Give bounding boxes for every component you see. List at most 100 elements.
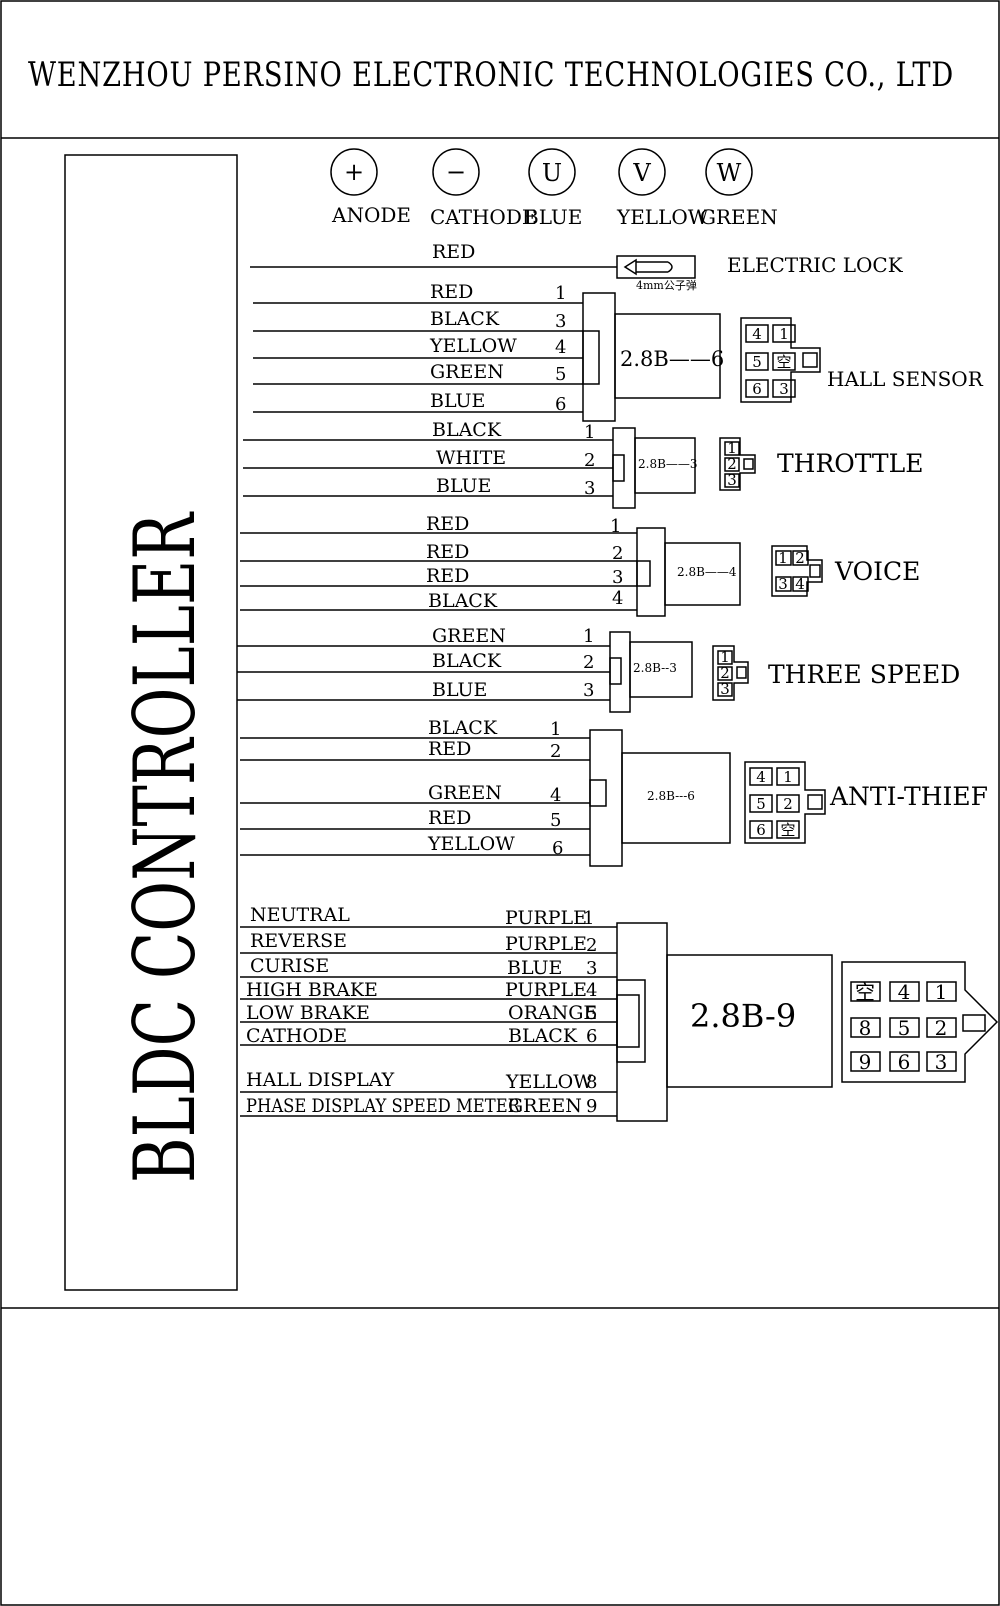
- terminal-u-label: BLUE: [524, 205, 582, 229]
- hall-cell: 6: [752, 380, 762, 398]
- display-cell: 3: [935, 1050, 948, 1074]
- throttle-cell-boxes: [724, 441, 740, 488]
- display-cell: 6: [898, 1050, 911, 1074]
- three-speed-wires: [237, 645, 610, 701]
- hall-connector-label: 2.8B——6: [620, 347, 724, 371]
- hall-socket: [614, 313, 721, 399]
- anti-thief-pin-number: 5: [550, 810, 561, 831]
- three-speed-cell: 3: [720, 680, 730, 698]
- hall-device-label: HALL SENSOR: [827, 367, 984, 391]
- display-pin-number: 1: [583, 908, 594, 929]
- voice-cell: 2: [795, 549, 805, 567]
- display-cell: 空: [855, 980, 875, 1004]
- terminal-anode-circle: [330, 148, 378, 196]
- throttle-plug-latch: [612, 454, 625, 482]
- lock-fuse: [616, 255, 696, 279]
- terminal-u-circle: [528, 148, 576, 196]
- voice-plug: [636, 527, 666, 617]
- terminal-cathode-symbol: −: [446, 158, 466, 186]
- voice-socket: [664, 542, 741, 606]
- three-speed-wire-color: GREEN: [432, 625, 506, 647]
- display-wire-function: HALL DISPLAY: [246, 1069, 395, 1091]
- display-cell: 1: [935, 980, 948, 1004]
- display-pin-number: 3: [586, 958, 597, 979]
- terminal-w-label: GREEN: [700, 205, 778, 229]
- display-wire-color: PURPLE: [505, 979, 587, 1001]
- terminal-w-circle: [705, 148, 753, 196]
- three-speed-socket: [629, 641, 693, 698]
- three-speed-connector-label: 2.8B--3: [633, 661, 677, 675]
- three-speed-device-label: THREE SPEED: [768, 660, 960, 689]
- three-speed-pin-number: 2: [583, 652, 594, 673]
- anti-thief-cell-boxes: [749, 767, 800, 839]
- hall-pin-number: 1: [555, 283, 566, 304]
- display-wire-color: ORANGE: [508, 1002, 597, 1024]
- display-wire-function: LOW BRAKE: [246, 1002, 370, 1024]
- throttle-wire-color: WHITE: [436, 447, 506, 469]
- voice-pin-number: 4: [612, 588, 623, 609]
- terminal-anode-symbol: +: [344, 158, 364, 186]
- display-wire-color: BLUE: [507, 957, 562, 979]
- terminal-v-label: YELLOW: [616, 205, 709, 229]
- three-speed-wire-color: BLUE: [432, 679, 487, 701]
- anti-thief-pin-number: 4: [550, 785, 561, 806]
- hall-pin-number: 3: [555, 311, 566, 332]
- voice-wire-color: RED: [426, 513, 469, 535]
- hall-housing-latch: [802, 352, 818, 368]
- terminal-w-symbol: W: [717, 159, 742, 187]
- anti-thief-pin-number: 6: [552, 838, 563, 859]
- throttle-pin-number: 3: [584, 478, 595, 499]
- hall-pin-number: 5: [555, 364, 566, 385]
- throttle-wire-color: BLACK: [432, 419, 502, 441]
- anti-thief-device-label: ANTI-THIEF: [829, 782, 988, 811]
- hall-cell: 4: [752, 325, 762, 343]
- voice-cell: 3: [778, 575, 788, 593]
- anti-thief-cell: 5: [756, 795, 766, 813]
- anti-thief-cell: 4: [756, 768, 766, 786]
- throttle-wire-color: BLUE: [436, 475, 491, 497]
- three-speed-plug: [609, 631, 631, 713]
- display-wire-color: YELLOW: [505, 1071, 593, 1093]
- throttle-housing-latch: [743, 458, 754, 470]
- anti-thief-wire-color: GREEN: [428, 782, 502, 804]
- three-speed-pin-number: 3: [583, 680, 594, 701]
- three-speed-housing: [712, 645, 749, 701]
- anti-thief-cell: 空: [780, 821, 795, 839]
- lock-wire-color: RED: [432, 241, 475, 263]
- voice-pin-number: 1: [610, 516, 621, 537]
- throttle-cell: 1: [727, 439, 737, 457]
- throttle-housing: [719, 437, 756, 491]
- display-wire-color: GREEN: [508, 1095, 582, 1117]
- anti-thief-cell: 6: [756, 821, 766, 839]
- display-cell: 8: [859, 1016, 872, 1040]
- hall-wire-color: BLUE: [430, 390, 485, 412]
- anti-thief-connector-label: 2.8B---6: [647, 789, 695, 803]
- hall-cell-boxes: [745, 324, 796, 398]
- hall-wire-color: BLACK: [430, 308, 500, 330]
- terminal-v-symbol: V: [632, 159, 651, 187]
- three-speed-plug-latch: [609, 657, 622, 685]
- voice-pin-number: 2: [612, 543, 623, 564]
- anti-thief-wire-color: RED: [428, 738, 471, 760]
- display-cell: 5: [898, 1016, 911, 1040]
- voice-wire-color: RED: [426, 541, 469, 563]
- terminal-cathode-label: CATHODE: [430, 205, 536, 229]
- display-housing: [841, 961, 999, 1083]
- display-cell: 2: [935, 1016, 948, 1040]
- voice-wires: [240, 532, 637, 611]
- anti-thief-pin-number: 2: [550, 741, 561, 762]
- display-wire-function: PHASE DISPLAY SPEED METER: [246, 1095, 521, 1117]
- throttle-cell: 2: [727, 455, 737, 473]
- display-plug-latch-outer: [616, 979, 646, 1063]
- hall-pin-number: 6: [555, 394, 566, 415]
- throttle-wires: [243, 439, 613, 497]
- anti-thief-cell: 1: [783, 768, 793, 786]
- display-wires: [240, 926, 617, 1117]
- hall-housing: [740, 317, 821, 403]
- hall-cell: 3: [779, 380, 789, 398]
- three-speed-housing-latch: [736, 666, 747, 679]
- throttle-connector-label: 2.8B——3: [638, 457, 698, 471]
- display-cell-boxes: [850, 981, 957, 1072]
- anti-thief-socket: [621, 752, 731, 844]
